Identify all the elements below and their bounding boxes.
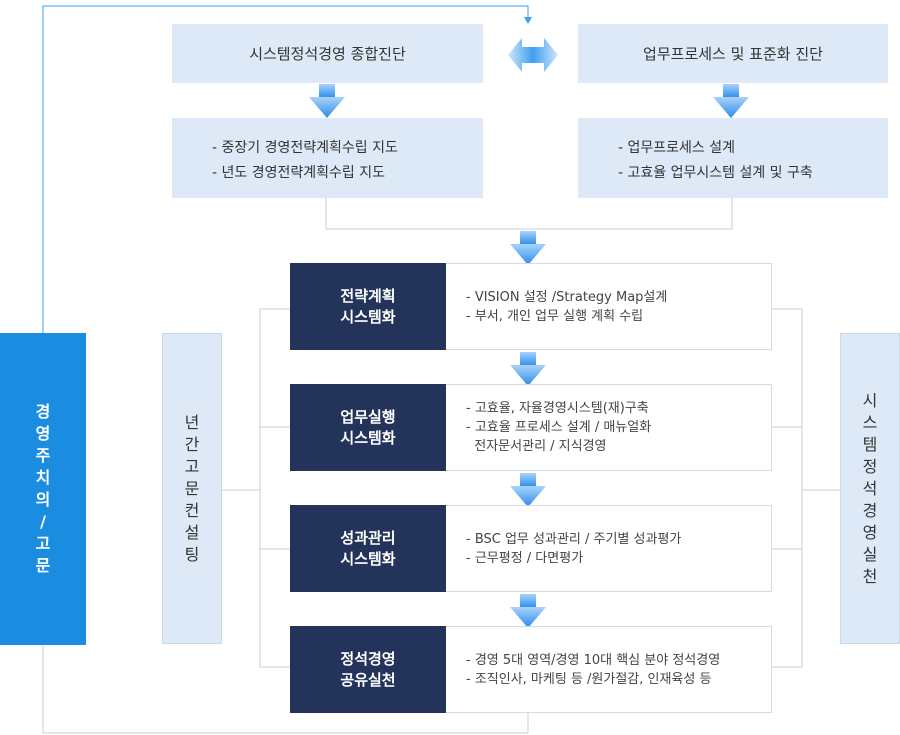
desc-item: - BSC 업무 성과관리 / 주기별 성과평가: [466, 531, 682, 547]
step-strategy-planning-title: 전략계획 시스템화: [290, 263, 446, 350]
step-title-line: 전략계획: [340, 286, 396, 305]
vertical-char: 고: [184, 456, 200, 476]
vertical-char: 시: [862, 390, 878, 410]
down-arrow-center-2: [510, 352, 546, 386]
process-diagnosis-label: 업무프로세스 및 표준화 진단: [643, 45, 823, 63]
process-design-list: - 업무프로세스 설계 - 고효율 업무시스템 설계 및 구축: [578, 118, 888, 198]
step-sharing-title: 정석경영 공유실천: [290, 626, 446, 713]
vertical-char: 석: [862, 478, 878, 498]
step-performance-desc: - BSC 업무 성과관리 / 주기별 성과평가 - 근무평정 / 다면평가: [446, 505, 772, 592]
process-diagnosis-box: 업무프로세스 및 표준화 진단: [578, 24, 888, 83]
vertical-char: 템: [862, 434, 878, 454]
vertical-char: 문: [35, 556, 51, 575]
vertical-char: 팅: [184, 544, 200, 564]
vertical-char: 고: [35, 534, 51, 553]
annual-consulting-box: 년 간 고 문 컨 설 팅: [162, 333, 222, 644]
step-title-line: 업무실행: [340, 407, 396, 426]
list-item: - 업무프로세스 설계: [618, 140, 735, 156]
feedback-loop-line: [42, 5, 529, 333]
step-performance-title: 성과관리 시스템화: [290, 505, 446, 592]
down-arrow-center-3: [510, 473, 546, 507]
system-practice-box: 시 스 템 정 석 경 영 실 천: [840, 333, 900, 644]
left-bracket: [259, 308, 290, 668]
desc-item: - 경영 5대 영역/경영 10대 핵심 분야 정석경영: [466, 652, 721, 668]
step-title-line: 공유실천: [340, 670, 396, 689]
vertical-char: /: [40, 512, 46, 531]
comprehensive-diagnosis-label: 시스템정석경영 종합진단: [249, 45, 406, 63]
step-sharing-desc: - 경영 5대 영역/경영 10대 핵심 분야 정석경영 - 조직인사, 마케팅…: [446, 626, 772, 713]
desc-item: - 고효율 프로세스 설계 / 매뉴얼화: [466, 420, 652, 435]
primary-advisor-box: 경 영 주 치 의 / 고 문: [0, 333, 86, 645]
step-title-line: 정석경영: [340, 649, 396, 668]
vertical-char: 경: [35, 402, 51, 421]
list-item: - 고효율 업무시스템 설계 및 구축: [618, 165, 813, 181]
down-arrow-right: [713, 84, 749, 118]
list-item: - 년도 경영전략계획수립 지도: [212, 165, 385, 181]
strategy-guidance-list: - 중장기 경영전략계획수립 지도 - 년도 경영전략계획수립 지도: [172, 118, 483, 198]
vertical-char: 문: [184, 478, 200, 498]
list-item: - 중장기 경영전략계획수립 지도: [212, 140, 398, 156]
vertical-char: 경: [862, 500, 878, 520]
down-arrow-center-1: [510, 231, 546, 265]
vertical-char: 년: [184, 412, 200, 432]
double-arrow: [508, 38, 558, 72]
step-execution-desc: - 고효율, 자율경영시스템(재)구축 - 고효율 프로세스 설계 / 매뉴얼화…: [446, 384, 772, 471]
desc-item: - 근무평정 / 다면평가: [466, 550, 584, 566]
merge-line: [325, 198, 733, 230]
vertical-char: 컨: [184, 500, 200, 520]
vertical-char: 영: [862, 522, 878, 542]
desc-item: 전자문서관리 / 지식경영: [466, 439, 607, 454]
vertical-char: 실: [862, 544, 878, 564]
vertical-char: 의: [35, 490, 51, 509]
down-arrow-left: [309, 84, 345, 118]
vertical-char: 정: [862, 456, 878, 476]
right-bracket: [772, 308, 803, 668]
vertical-char: 천: [862, 566, 878, 586]
step-title-line: 시스템화: [340, 307, 396, 326]
vertical-char: 치: [35, 468, 51, 487]
down-arrow-center-4: [510, 594, 546, 628]
desc-item: - 조직인사, 마케팅 등 /원가절감, 인재육성 등: [466, 671, 712, 687]
desc-item: - 고효율, 자율경영시스템(재)구축: [466, 401, 649, 416]
feedback-arrowhead: [524, 17, 532, 24]
vertical-char: 간: [184, 434, 200, 454]
vertical-char: 스: [862, 412, 878, 432]
bottom-return-line: [42, 645, 529, 734]
step-title-line: 성과관리: [340, 528, 396, 547]
step-execution-title: 업무실행 시스템화: [290, 384, 446, 471]
step-title-line: 시스템화: [340, 549, 396, 568]
desc-item: - VISION 설정 /Strategy Map설계: [466, 289, 668, 305]
vertical-char: 주: [35, 446, 51, 465]
desc-item: - 부서, 개인 업무 실행 계획 수립: [466, 308, 644, 324]
step-title-line: 시스템화: [340, 428, 396, 447]
step-strategy-planning-desc: - VISION 설정 /Strategy Map설계 - 부서, 개인 업무 …: [446, 263, 772, 350]
vertical-char: 설: [184, 522, 200, 542]
comprehensive-diagnosis-box: 시스템정석경영 종합진단: [172, 24, 483, 83]
vertical-char: 영: [35, 424, 51, 443]
